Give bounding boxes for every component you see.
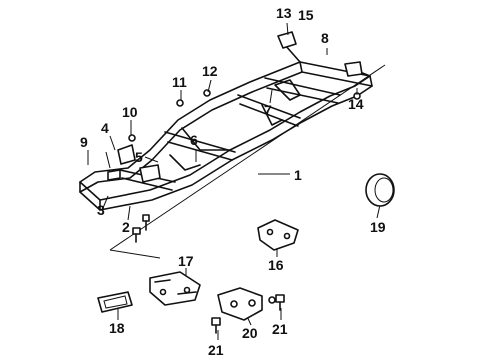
callout-9: 9 (80, 134, 88, 150)
callout-8: 8 (321, 30, 329, 46)
callout-labels: 1 2 3 4 5 6 7 8 9 10 11 12 13 14 15 16 1… (80, 5, 386, 358)
assembly-outline (109, 64, 386, 259)
callout-4: 4 (101, 120, 109, 136)
callout-15: 15 (298, 7, 314, 23)
callout-7: 7 (264, 102, 272, 118)
callout-10: 10 (122, 104, 138, 120)
callout-16: 16 (268, 257, 284, 273)
callout-3: 3 (97, 202, 105, 218)
bracket-16 (257, 219, 299, 251)
callout-18: 18 (109, 320, 125, 336)
cap-19 (365, 173, 395, 207)
callout-19: 19 (370, 219, 386, 235)
frame-assembly (79, 31, 373, 211)
callout-13: 13 (276, 5, 292, 21)
mount-17 (149, 271, 201, 306)
loose-parts (97, 173, 395, 334)
callout-17: 17 (178, 253, 194, 269)
crossmember-rear (264, 77, 341, 104)
crossmember-center (164, 131, 236, 161)
callout-6: 6 (190, 132, 198, 148)
callout-1: 1 (294, 167, 302, 183)
bolt-icon (132, 214, 150, 243)
left-frame-rail (79, 61, 301, 183)
callout-20: 20 (242, 325, 258, 341)
bracket-20 (217, 287, 263, 321)
bolt-icon (211, 317, 221, 334)
callout-21-left: 21 (208, 342, 224, 358)
callout-12: 12 (202, 63, 218, 79)
crossmember-mid-rear (237, 94, 301, 127)
pad-18 (97, 291, 133, 313)
bolt-icon (268, 294, 285, 311)
callout-5: 5 (135, 149, 143, 165)
callout-2: 2 (122, 219, 130, 235)
callout-21-right: 21 (272, 321, 288, 337)
callout-11: 11 (172, 74, 187, 90)
right-frame-rail (99, 75, 371, 201)
callout-14: 14 (348, 96, 364, 112)
